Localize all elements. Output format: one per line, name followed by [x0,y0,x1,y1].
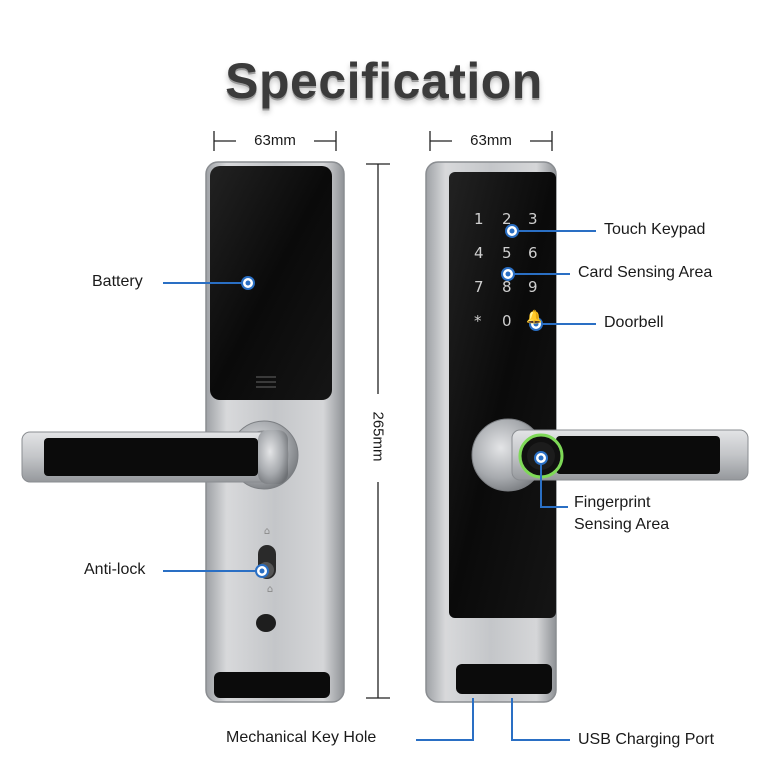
key-hole-label: Mechanical Key Hole [226,729,377,746]
usb-port-label: USB Charging Port [578,731,715,748]
anti-lock-label: Anti-lock [84,561,146,578]
key-0: 0 [502,312,512,330]
page-title: Specification [225,53,543,109]
key-star: * [474,312,482,330]
fingerprint-label-line2: Sensing Area [574,516,670,533]
battery-cover-vent [256,376,276,388]
fingerprint-label-line1: Fingerprint [574,494,651,511]
width-label-right: 63mm [470,132,512,149]
key-7: 7 [474,278,484,296]
touch-keypad-label: Touch Keypad [604,221,706,238]
inner-lock-body: ⌂ ⌂ [21,161,345,703]
doorbell-icon: 🔔 [526,310,543,325]
key-1: 1 [474,210,484,228]
key-6: 6 [528,244,538,262]
doorbell-label: Doorbell [604,314,664,331]
height-label: 265mm [369,411,387,462]
outer-lock-body [425,161,749,703]
dimension-lines [213,131,553,699]
callout-lines [163,230,596,741]
key-9: 9 [528,278,538,296]
card-sensing-label: Card Sensing Area [578,264,713,281]
key-3: 3 [528,210,538,228]
key-5: 5 [502,244,512,262]
svg-text:⌂: ⌂ [267,584,273,595]
key-8: 8 [502,278,512,296]
key-4: 4 [474,244,484,262]
svg-text:⌂: ⌂ [264,526,270,537]
width-label-left: 63mm [254,132,296,149]
battery-label: Battery [92,273,143,290]
key-2: 2 [502,210,512,228]
